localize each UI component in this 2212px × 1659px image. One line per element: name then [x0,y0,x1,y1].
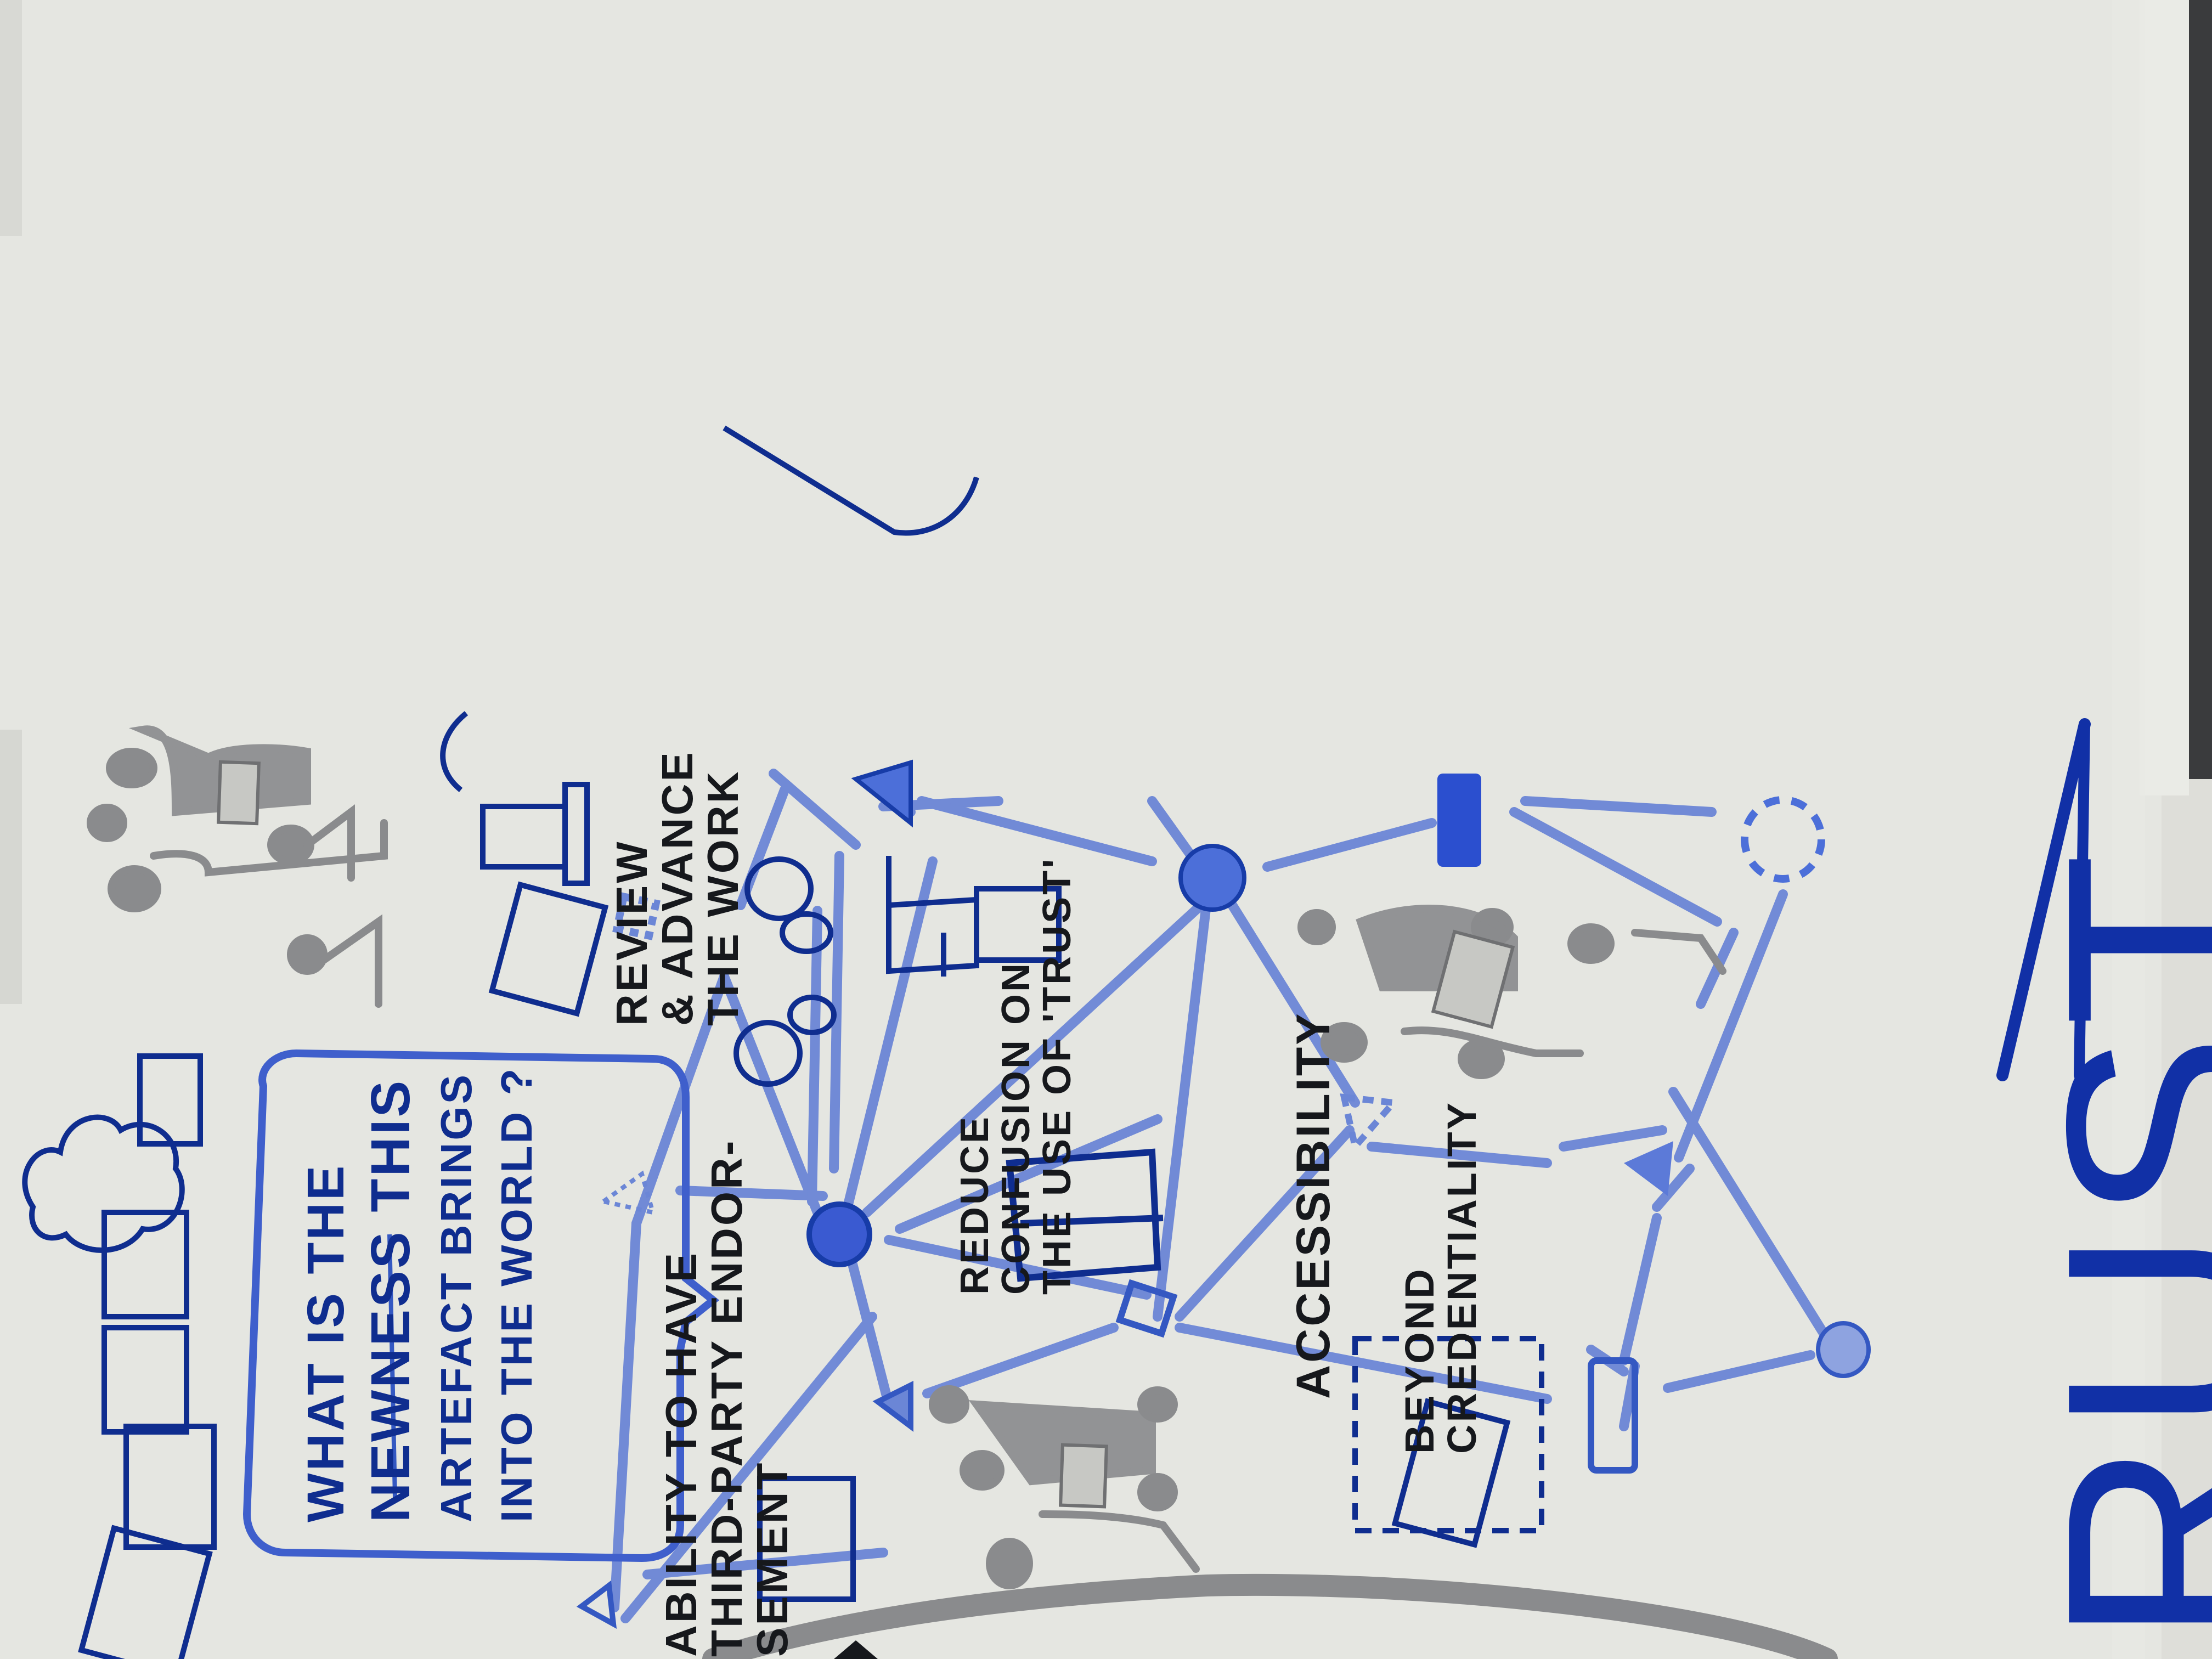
question-line-4: INTO THE WORLD ? [492,1066,541,1522]
label-review: REVIEW & ADVANCE THE WORK [607,750,748,1026]
person-with-board [886,856,1062,977]
label-reduce-confusion: REDUCE CONFUSION ON THE USE OF 'TRUST' [953,856,1079,1295]
speech-bubble-icon [733,856,837,1087]
question-bubble [242,1049,720,1562]
label-accessibility: ACCESSIBILITY [1287,1011,1340,1399]
question-line-3: ARTEFACT BRINGS [432,1073,481,1522]
cloud-icon [22,1114,185,1253]
document-icon [78,881,1511,1659]
book-icon [1006,1148,1164,1282]
network-nodes [576,759,1871,1629]
title-trust: RUST [2007,847,2212,1646]
question-line-2: NEWNESS THIS [360,1078,421,1522]
paper-sheet-lower [2162,779,2212,1659]
tape-strip [0,0,22,236]
label-endorsement: ABILITY to HAVE THIRD-PARTY ENDOR- SEMEN… [657,1138,797,1657]
title-underline [1996,718,2091,1081]
grey-arc [702,1573,1838,1659]
accessibility-box [1352,1336,1544,1533]
newness-underline [387,1234,397,1498]
network-lines [610,769,1832,1623]
laptop-icon [137,782,856,1602]
question-line-1: WHAT IS THE [297,1163,355,1522]
label-credentiality: BEYOND CREDENTIALITY [1397,1101,1485,1454]
